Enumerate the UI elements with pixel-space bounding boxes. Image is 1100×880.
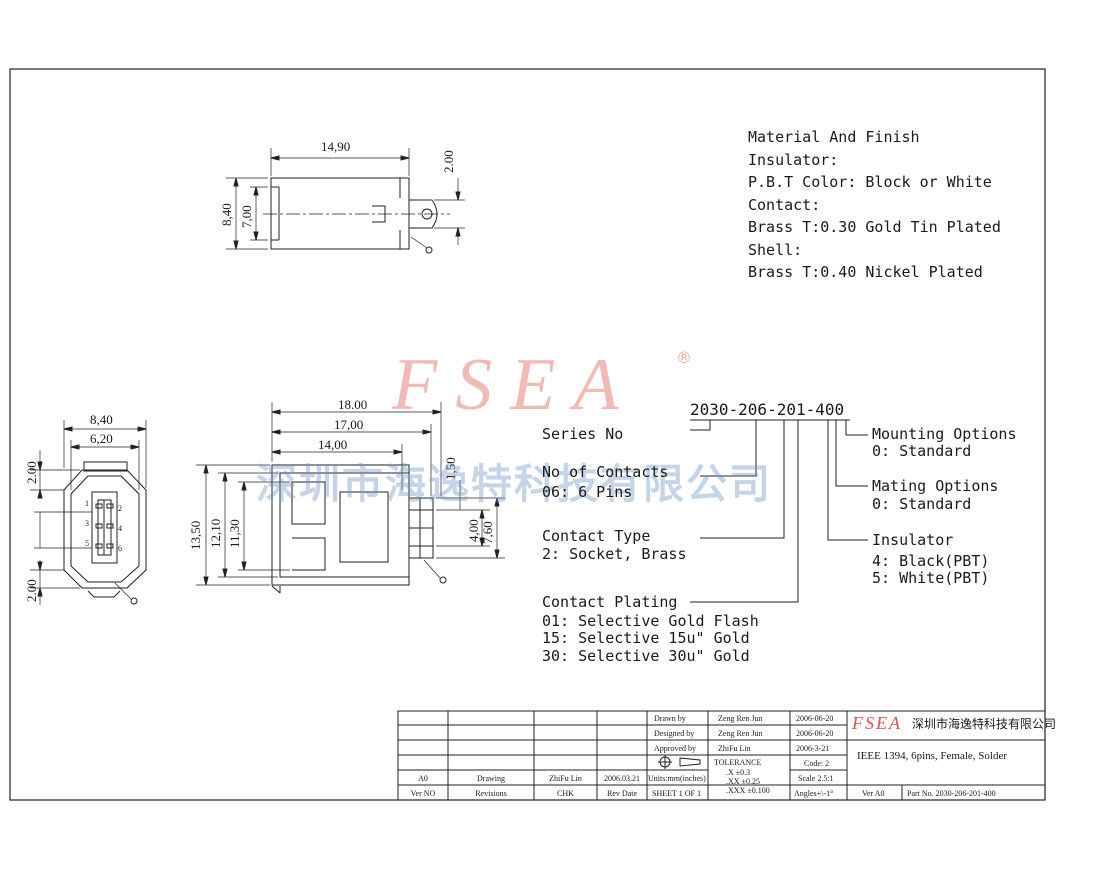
revision-checker: ZhiFu Lin xyxy=(549,774,582,783)
tolerance-xxx: .XXX ±0.100 xyxy=(726,786,770,795)
side-view xyxy=(196,402,505,594)
scale-value: Scale 2.5:1 xyxy=(798,774,834,783)
pin-label: 4 xyxy=(118,524,122,533)
header-version: Ver NO xyxy=(410,789,436,798)
angles-value: Angles+\-1° xyxy=(794,789,834,798)
pin-label: 6 xyxy=(118,544,122,553)
plating-label: Contact Plating xyxy=(542,593,678,611)
dim-front-width-inner: 6,20 xyxy=(90,431,113,446)
watermark-company: 深圳市海逸特科技有限公司 xyxy=(256,460,772,508)
approved-by-label: Approved by xyxy=(654,744,696,753)
note-line: P.B.T Color: Block or White xyxy=(748,173,992,191)
designed-by-value: Zeng Ren Jun xyxy=(718,729,763,738)
code-value: Code: 2 xyxy=(804,759,830,768)
revision-version: A0 xyxy=(418,774,428,783)
dim-side-gap: 1,50 xyxy=(443,457,458,480)
dim-side-height-outer: 13,50 xyxy=(188,521,203,550)
approved-by-value: ZhiFu Lin xyxy=(718,744,751,753)
header-checker: CHK xyxy=(557,789,574,798)
insulator-value: 5: White(PBT) xyxy=(872,569,990,587)
top-view xyxy=(226,148,465,254)
dim-front-width-outer: 8,40 xyxy=(90,412,113,427)
version-value: Ver A0 xyxy=(862,789,885,798)
dim-front-top: 2.00 xyxy=(24,461,39,484)
title-block-company: 深圳市海逸特科技有限公司 xyxy=(912,717,1057,731)
watermark-logo: FSEA xyxy=(392,344,637,426)
note-line: Brass T:0.30 Gold Tin Plated xyxy=(748,218,1001,236)
note-line: Shell: xyxy=(748,240,803,259)
dim-top-tab: 2.00 xyxy=(441,150,456,173)
tolerance-x: .X ±0.3 xyxy=(726,768,751,777)
dim-top-width: 14,90 xyxy=(321,139,350,154)
tolerance-label: TOLERANCE xyxy=(714,758,762,767)
contacts-value: 06: 6 Pins xyxy=(542,483,633,501)
sheet-value: SHEET 1 OF 1 xyxy=(652,789,701,798)
series-label: Series No xyxy=(542,425,624,443)
dim-top-height-outer: 8,40 xyxy=(219,203,234,226)
dim-side-body: 17,00 xyxy=(334,417,363,432)
insulator-label: Insulator xyxy=(872,531,954,549)
dim-side-pitch: 4,00 xyxy=(466,519,481,542)
note-line: Contact: xyxy=(748,195,821,214)
plating-value: 30: Selective 30u" Gold xyxy=(542,647,750,665)
note-line: Insulator: xyxy=(748,150,839,169)
dim-top-height-inner: 7,00 xyxy=(239,205,254,228)
mating-label: Mating Options xyxy=(872,477,999,495)
insulator-value: 4: Black(PBT) xyxy=(872,552,990,570)
mating-value: 0: Standard xyxy=(872,495,972,513)
title-block-grid xyxy=(397,710,1046,801)
front-view xyxy=(30,420,147,605)
units-value: Units:mm(inches) xyxy=(648,774,706,783)
product-title: IEEE 1394, 6pins, Female, Solder xyxy=(857,750,1008,762)
part-number-leaders xyxy=(690,419,868,603)
mounting-value: 0: Standard xyxy=(872,442,972,460)
plating-value: 01: Selective Gold Flash xyxy=(542,612,759,630)
registered-mark-icon: ® xyxy=(676,348,692,367)
note-line: Brass T:0.40 Nickel Plated xyxy=(748,263,983,281)
mounting-label: Mounting Options xyxy=(872,425,1017,443)
contact-type-label: Contact Type xyxy=(542,527,651,545)
note-line: Material And Finish xyxy=(748,128,920,146)
dim-front-bottom: 2.00 xyxy=(24,579,39,602)
contacts-label: No of Contacts xyxy=(542,463,669,481)
drawn-by-value: Zeng Ren Jun xyxy=(718,714,763,723)
dim-side-span: 7,60 xyxy=(480,521,495,544)
part-number-code: 2030-206-201-400 xyxy=(690,400,845,419)
approved-date: 2006-3-21 xyxy=(796,744,830,753)
designed-date: 2006-06-20 xyxy=(796,729,834,738)
pin-label: 1 xyxy=(85,499,89,508)
plating-value: 15: Selective 15u" Gold xyxy=(542,629,750,647)
dim-side-height-mid: 12,10 xyxy=(208,519,223,548)
header-revisions: Revisions xyxy=(475,789,507,798)
title-block-logo: FSEA xyxy=(852,713,902,733)
revision-description: Drawing xyxy=(477,774,505,783)
drawn-date: 2006-06-20 xyxy=(796,714,834,723)
drawn-by-label: Drawn by xyxy=(654,714,686,723)
pin-label: 3 xyxy=(85,519,89,528)
dim-side-inner: 14,00 xyxy=(318,437,347,452)
pin-label: 2 xyxy=(118,504,122,513)
pin-label: 5 xyxy=(85,539,89,548)
designed-by-label: Designed by xyxy=(654,729,695,738)
dim-side-overall: 18.00 xyxy=(338,397,367,412)
revision-date: 2006.03.21 xyxy=(604,774,640,783)
part-number-value: Part No. 2030-206-201-400 xyxy=(907,789,996,798)
tolerance-xx: .XX ±0.25 xyxy=(726,777,760,786)
header-date: Rev Date xyxy=(607,789,637,798)
contact-type-value: 2: Socket, Brass xyxy=(542,545,687,563)
material-notes: Material And Finish Insulator: P.B.T Col… xyxy=(748,126,1001,284)
dim-side-height-inner: 11,30 xyxy=(227,519,242,548)
